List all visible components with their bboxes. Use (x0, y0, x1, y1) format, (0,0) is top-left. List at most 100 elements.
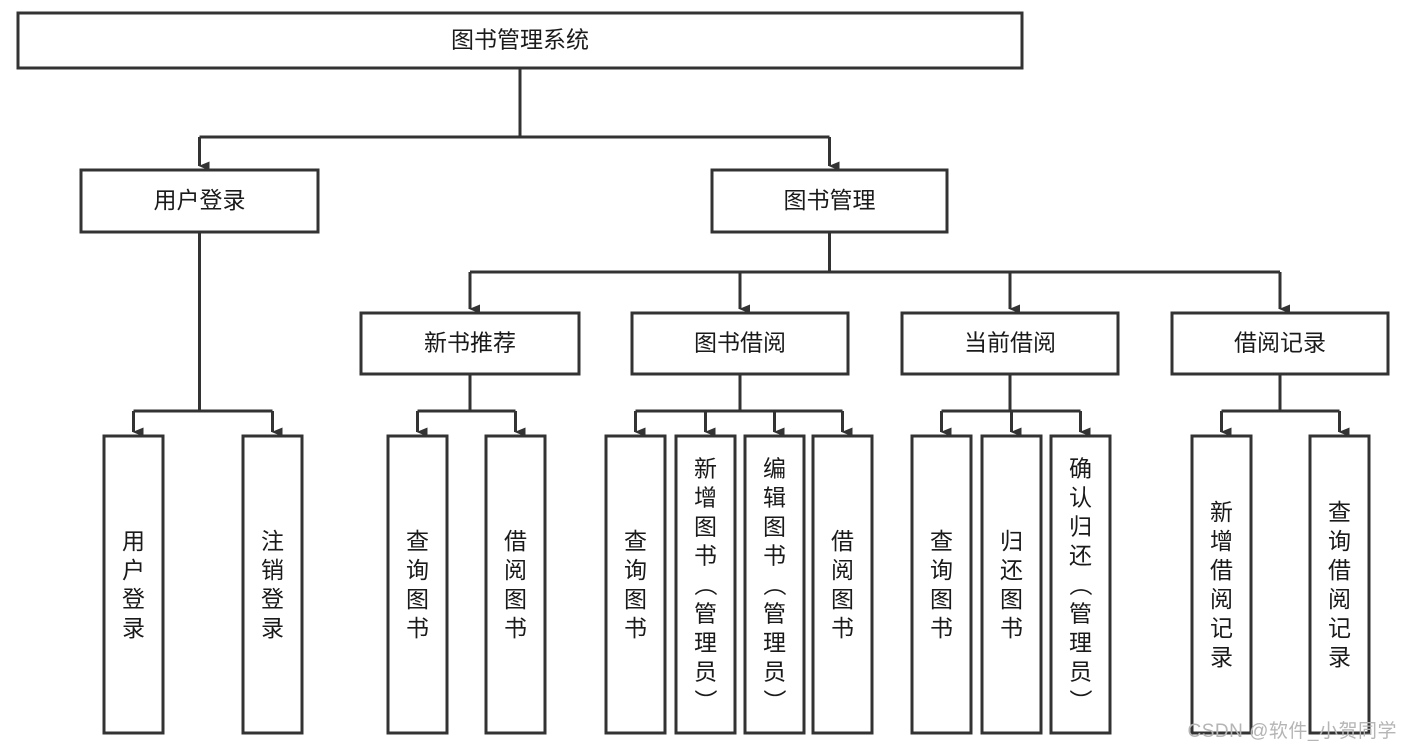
node-level2-0-box (79, 168, 320, 234)
node-leaf-5-char: 新 (694, 456, 717, 482)
node-leaf-4[interactable]: 查询图书查询图书 (604, 434, 667, 735)
node-leaf-8-char: 询 (930, 557, 953, 583)
node-leaf-9-box (980, 434, 1043, 735)
node-leaf-5-char: 图 (694, 514, 717, 540)
node-leaf-8-char: 图 (930, 586, 953, 612)
node-leaf-2-char: 书 (406, 615, 429, 641)
node-leaf-4-char: 书 (624, 615, 647, 641)
node-leaf-7-char: 书 (831, 615, 854, 641)
node-leaf-0-char: 户 (122, 557, 145, 583)
node-level2-0-label: 用户登录 (154, 187, 246, 213)
node-leaf-10-char: 确 (1069, 456, 1092, 482)
node-leaf-6-char: 图 (763, 514, 786, 540)
node-leaf-5-char: 员 (694, 659, 717, 685)
node-leaf-10-char: ） (1068, 689, 1094, 712)
nodes-layer: 图书管理系统用户登录图书管理新书推荐图书借阅当前借阅借阅记录用户登录用户登录注销… (16, 11, 1390, 735)
node-leaf-3-char: 借 (504, 528, 527, 554)
node-leaf-2-char: 询 (406, 557, 429, 583)
node-leaf-12-char: 借 (1328, 557, 1351, 583)
node-leaf-4-char: 询 (624, 557, 647, 583)
node-leaf-10-char: 员 (1069, 659, 1092, 685)
node-leaf-12-char: 阅 (1328, 586, 1351, 612)
node-leaf-2-char: 图 (406, 586, 429, 612)
node-leaf-3-char: 阅 (504, 557, 527, 583)
node-leaf-0-char: 录 (122, 615, 145, 641)
node-leaf-8[interactable]: 查询图书查询图书 (910, 434, 973, 735)
node-leaf-3-char: 图 (504, 586, 527, 612)
node-leaf-10-char: 理 (1069, 630, 1092, 656)
node-leaf-11-char: 记 (1210, 615, 1233, 641)
node-leaf-10-box (1049, 434, 1112, 735)
node-level3-3[interactable]: 借阅记录 (1170, 311, 1390, 376)
node-leaf-6-box (743, 434, 806, 735)
node-root-label: 图书管理系统 (451, 27, 589, 53)
node-leaf-0-char: 用 (122, 528, 145, 554)
node-level3-1[interactable]: 图书借阅 (630, 311, 850, 376)
node-leaf-1-char: 登 (261, 586, 284, 612)
node-leaf-5-char: ） (693, 689, 719, 712)
node-leaf-3-box (484, 434, 547, 735)
node-leaf-4-char: 图 (624, 586, 647, 612)
node-leaf-2[interactable]: 查询图书查询图书 (386, 434, 449, 735)
node-leaf-12-char: 记 (1328, 615, 1351, 641)
node-leaf-6-char: 编 (763, 456, 786, 482)
node-leaf-11-char: 借 (1210, 557, 1233, 583)
node-leaf-0[interactable]: 用户登录用户登录 (102, 434, 165, 735)
node-level3-0[interactable]: 新书推荐 (359, 311, 581, 376)
node-leaf-11-char: 增 (1210, 528, 1233, 554)
node-root-box (16, 11, 1024, 70)
node-leaf-9-char: 书 (1000, 615, 1023, 641)
node-leaf-12-char: 录 (1328, 644, 1351, 670)
node-level2-1[interactable]: 图书管理 (710, 168, 949, 234)
node-leaf-8-char: 书 (930, 615, 953, 641)
node-leaf-12[interactable]: 查询借阅记录查询借阅记录 (1308, 434, 1371, 735)
node-leaf-6-char: ） (762, 689, 788, 712)
node-leaf-9-char: 图 (1000, 586, 1023, 612)
node-leaf-11[interactable]: 新增借阅记录新增借阅记录 (1190, 434, 1253, 735)
node-leaf-1-char: 注 (261, 528, 284, 554)
node-leaf-2-char: 查 (406, 528, 429, 554)
node-leaf-7-char: 借 (831, 528, 854, 554)
node-root[interactable]: 图书管理系统 (16, 11, 1024, 70)
node-level3-0-box (359, 311, 581, 376)
node-leaf-1-box (241, 434, 304, 735)
node-leaf-9-char: 还 (1000, 557, 1023, 583)
node-leaf-7[interactable]: 借阅图书借阅图书 (811, 434, 874, 735)
node-leaf-12-box (1308, 434, 1371, 735)
node-leaf-1-char: 录 (261, 615, 284, 641)
node-leaf-5-char: 理 (694, 630, 717, 656)
node-leaf-9[interactable]: 归还图书归还图书 (980, 434, 1043, 735)
node-leaf-4-char: 查 (624, 528, 647, 554)
node-leaf-1-char: 销 (261, 557, 284, 583)
node-leaf-5-box (674, 434, 737, 735)
edges-layer (132, 68, 1350, 437)
node-leaf-8-box (910, 434, 973, 735)
node-leaf-6-char: 理 (763, 630, 786, 656)
node-leaf-6-char: 员 (763, 659, 786, 685)
node-leaf-11-char: 阅 (1210, 586, 1233, 612)
node-leaf-12-char: 询 (1328, 528, 1351, 554)
node-level3-1-label: 图书借阅 (694, 330, 786, 356)
node-leaf-6-char: 书 (763, 543, 786, 569)
node-leaf-1[interactable]: 注销登录注销登录 (241, 434, 304, 735)
node-leaf-10-char: 管 (1069, 601, 1092, 627)
node-level3-3-label: 借阅记录 (1234, 330, 1326, 356)
node-leaf-9-char: 归 (1000, 528, 1023, 554)
node-leaf-5-char: 管 (694, 601, 717, 627)
node-leaf-6-char: 管 (763, 601, 786, 627)
node-leaf-3[interactable]: 借阅图书借阅图书 (484, 434, 547, 735)
node-level3-2[interactable]: 当前借阅 (900, 311, 1120, 376)
node-leaf-10-char: （ (1068, 573, 1094, 596)
node-leaf-11-char: 新 (1210, 499, 1233, 525)
node-level3-1-box (630, 311, 850, 376)
node-leaf-7-char: 图 (831, 586, 854, 612)
node-leaf-11-box (1190, 434, 1253, 735)
node-leaf-3-char: 书 (504, 615, 527, 641)
node-level2-0[interactable]: 用户登录 (79, 168, 320, 234)
node-level3-3-box (1170, 311, 1390, 376)
